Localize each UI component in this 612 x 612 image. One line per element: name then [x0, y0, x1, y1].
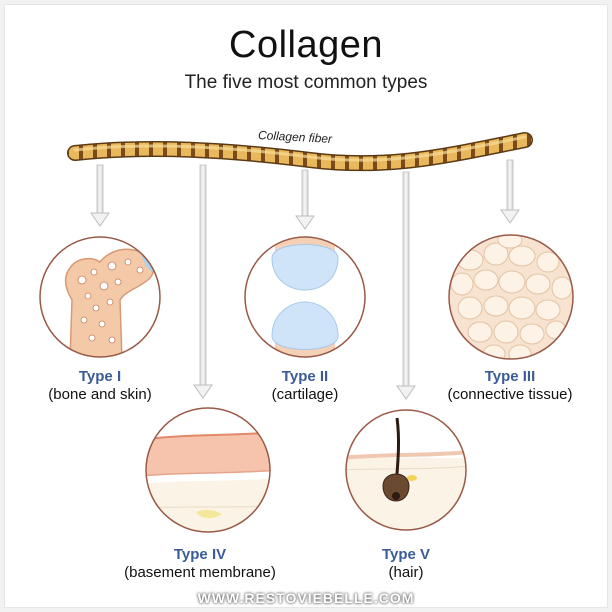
- arrow-type-1: [91, 165, 109, 226]
- hair-illustration: [340, 410, 480, 538]
- type-2-desc: (cartilage): [205, 386, 405, 404]
- type-3-desc: (connective tissue): [410, 386, 610, 404]
- type-4-name: Type IV: [100, 546, 300, 564]
- arrow-type-2: [296, 170, 314, 229]
- watermark: WWW.RESTOVIEBELLE.COM: [0, 590, 612, 610]
- type-5-desc: (hair): [306, 564, 506, 582]
- connective-tissue-illustration: [449, 232, 573, 363]
- bone-illustration: [40, 237, 160, 360]
- cartilage-illustration: [245, 230, 365, 364]
- type-1-name: Type I: [0, 368, 200, 386]
- arrow-type-5: [397, 172, 415, 399]
- type-1-label: Type I (bone and skin): [0, 368, 200, 404]
- type-3-label: Type III (connective tissue): [410, 368, 610, 404]
- type-4-label: Type IV (basement membrane): [100, 546, 300, 582]
- arrow-type-3: [501, 160, 519, 223]
- type-3-name: Type III: [410, 368, 610, 386]
- type-2-name: Type II: [205, 368, 405, 386]
- basement-membrane-illustration: [140, 400, 280, 540]
- type-5-label: Type V (hair): [306, 546, 506, 582]
- arrow-type-4: [194, 165, 212, 398]
- type-4-desc: (basement membrane): [100, 564, 300, 582]
- type-2-label: Type II (cartilage): [205, 368, 405, 404]
- type-5-name: Type V: [306, 546, 506, 564]
- type-1-desc: (bone and skin): [0, 386, 200, 404]
